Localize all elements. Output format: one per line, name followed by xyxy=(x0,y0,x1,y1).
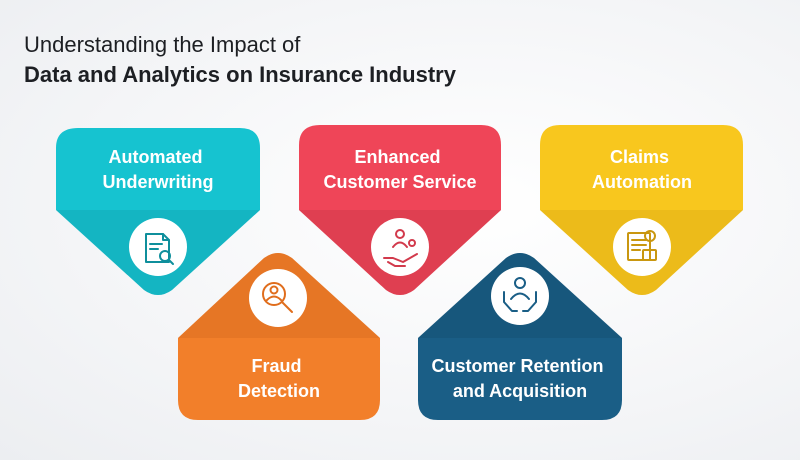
card-shape-enhanced-customer-service xyxy=(299,125,501,295)
card-claims-automation: Claims Automation xyxy=(540,125,743,295)
card-shape-fraud-detection xyxy=(178,253,380,420)
hand-person-icon xyxy=(383,229,418,267)
card-label-automated-underwriting: Automated Underwriting xyxy=(103,147,214,192)
claim-form-icon xyxy=(627,230,657,261)
card-fraud-detection: Fraud Detection xyxy=(178,253,380,420)
document-search-icon xyxy=(145,233,174,265)
card-enhanced-customer-service: Enhanced Customer Service xyxy=(299,125,501,295)
icon-badge-automated-underwriting xyxy=(129,218,187,276)
icon-badge-claims-automation xyxy=(613,218,671,276)
card-shape-customer-retention xyxy=(418,253,622,420)
icon-badge-customer-retention xyxy=(491,267,549,325)
icon-badge-enhanced-customer-service xyxy=(371,218,429,276)
magnifier-person-icon xyxy=(262,282,293,313)
card-automated-underwriting: Automated Underwriting xyxy=(56,128,260,295)
card-shape-automated-underwriting xyxy=(56,128,260,295)
card-shape-claims-automation xyxy=(540,125,743,295)
card-label-fraud-detection: Fraud Detection xyxy=(238,356,320,401)
card-label-enhanced-customer-service: Enhanced Customer Service xyxy=(323,147,476,192)
card-label-claims-automation: Claims Automation xyxy=(592,147,692,192)
page-title: Understanding the Impact of Data and Ana… xyxy=(24,30,456,90)
hands-person-icon xyxy=(503,277,537,312)
title-line-2: Data and Analytics on Insurance Industry xyxy=(24,62,456,87)
card-customer-retention: Customer Retention and Acquisition xyxy=(418,253,622,420)
title-line-1: Understanding the Impact of xyxy=(24,32,301,57)
card-label-customer-retention: Customer Retention and Acquisition xyxy=(431,356,608,401)
